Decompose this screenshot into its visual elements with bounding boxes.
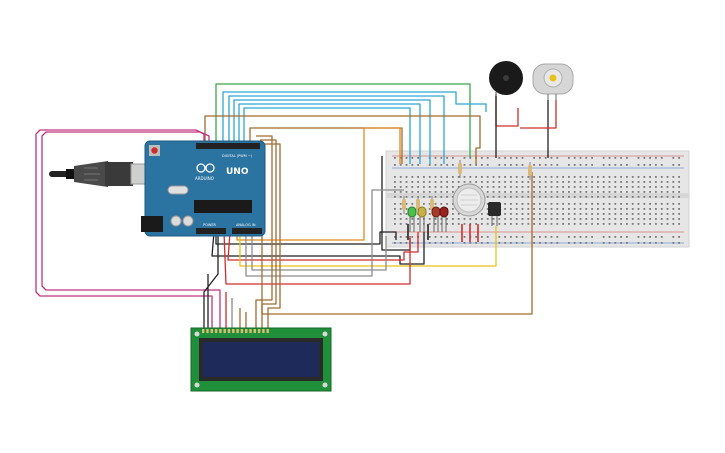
- arduino-uno[interactable]: ARDUINO UNO DIGITAL (PWM ~) POWER ANALOG…: [141, 140, 266, 237]
- dc-motor[interactable]: [532, 63, 574, 100]
- wire-black: [215, 231, 397, 245]
- wire-blue: [228, 95, 445, 164]
- wire-black: [203, 232, 219, 328]
- resistor: [458, 160, 462, 178]
- breadboard: [385, 150, 690, 248]
- breadboard-holes[interactable]: [394, 157, 680, 244]
- wire-blue: [222, 91, 487, 145]
- red-led: [431, 206, 441, 232]
- wire-yellow: [239, 226, 497, 267]
- lcd-screen: [203, 342, 319, 377]
- leds[interactable]: [407, 206, 449, 232]
- wire-red: [223, 231, 411, 285]
- wire-brown: [204, 115, 481, 164]
- gas-sensor[interactable]: [452, 183, 486, 217]
- usb-cable[interactable]: [49, 161, 160, 187]
- wire-red: [520, 100, 557, 129]
- green-led: [407, 206, 417, 232]
- wire-orange: [236, 127, 401, 241]
- resistor: [402, 196, 406, 214]
- photoresistor[interactable]: [488, 202, 501, 226]
- arduino-logo: [196, 163, 215, 173]
- wire-red: [227, 231, 419, 261]
- red-led: [439, 206, 449, 232]
- wire-brown: [261, 172, 533, 315]
- breadboard-jumpers: [407, 224, 479, 242]
- wire-blue: [233, 99, 431, 164]
- arduino-analog-label: ANALOG IN: [236, 223, 256, 227]
- arduino-digital-label: DIGITAL (PWM ~): [222, 154, 253, 158]
- resistor: [528, 162, 532, 180]
- wire-brown: [255, 135, 273, 328]
- piezo-buzzer[interactable]: [489, 61, 523, 96]
- wire-brown: [260, 139, 277, 328]
- wire-blue: [243, 107, 411, 164]
- wire-blue: [238, 103, 421, 164]
- wire-brown: [249, 127, 403, 164]
- yellow-led: [417, 206, 427, 232]
- wire-green: [215, 83, 471, 158]
- arduino-power-label: POWER: [203, 223, 217, 227]
- wire-brown: [264, 143, 281, 328]
- arduino-model: UNO: [226, 167, 249, 177]
- wires: [35, 83, 557, 328]
- lcd-pin-header[interactable]: [202, 329, 269, 333]
- wire-gray: [245, 189, 404, 277]
- arduino-brand: ARDUINO: [195, 176, 214, 181]
- wire-gray: [251, 232, 387, 271]
- lcd-16x2[interactable]: [190, 327, 332, 392]
- wire-magenta: [41, 131, 221, 328]
- wire-red: [495, 94, 519, 127]
